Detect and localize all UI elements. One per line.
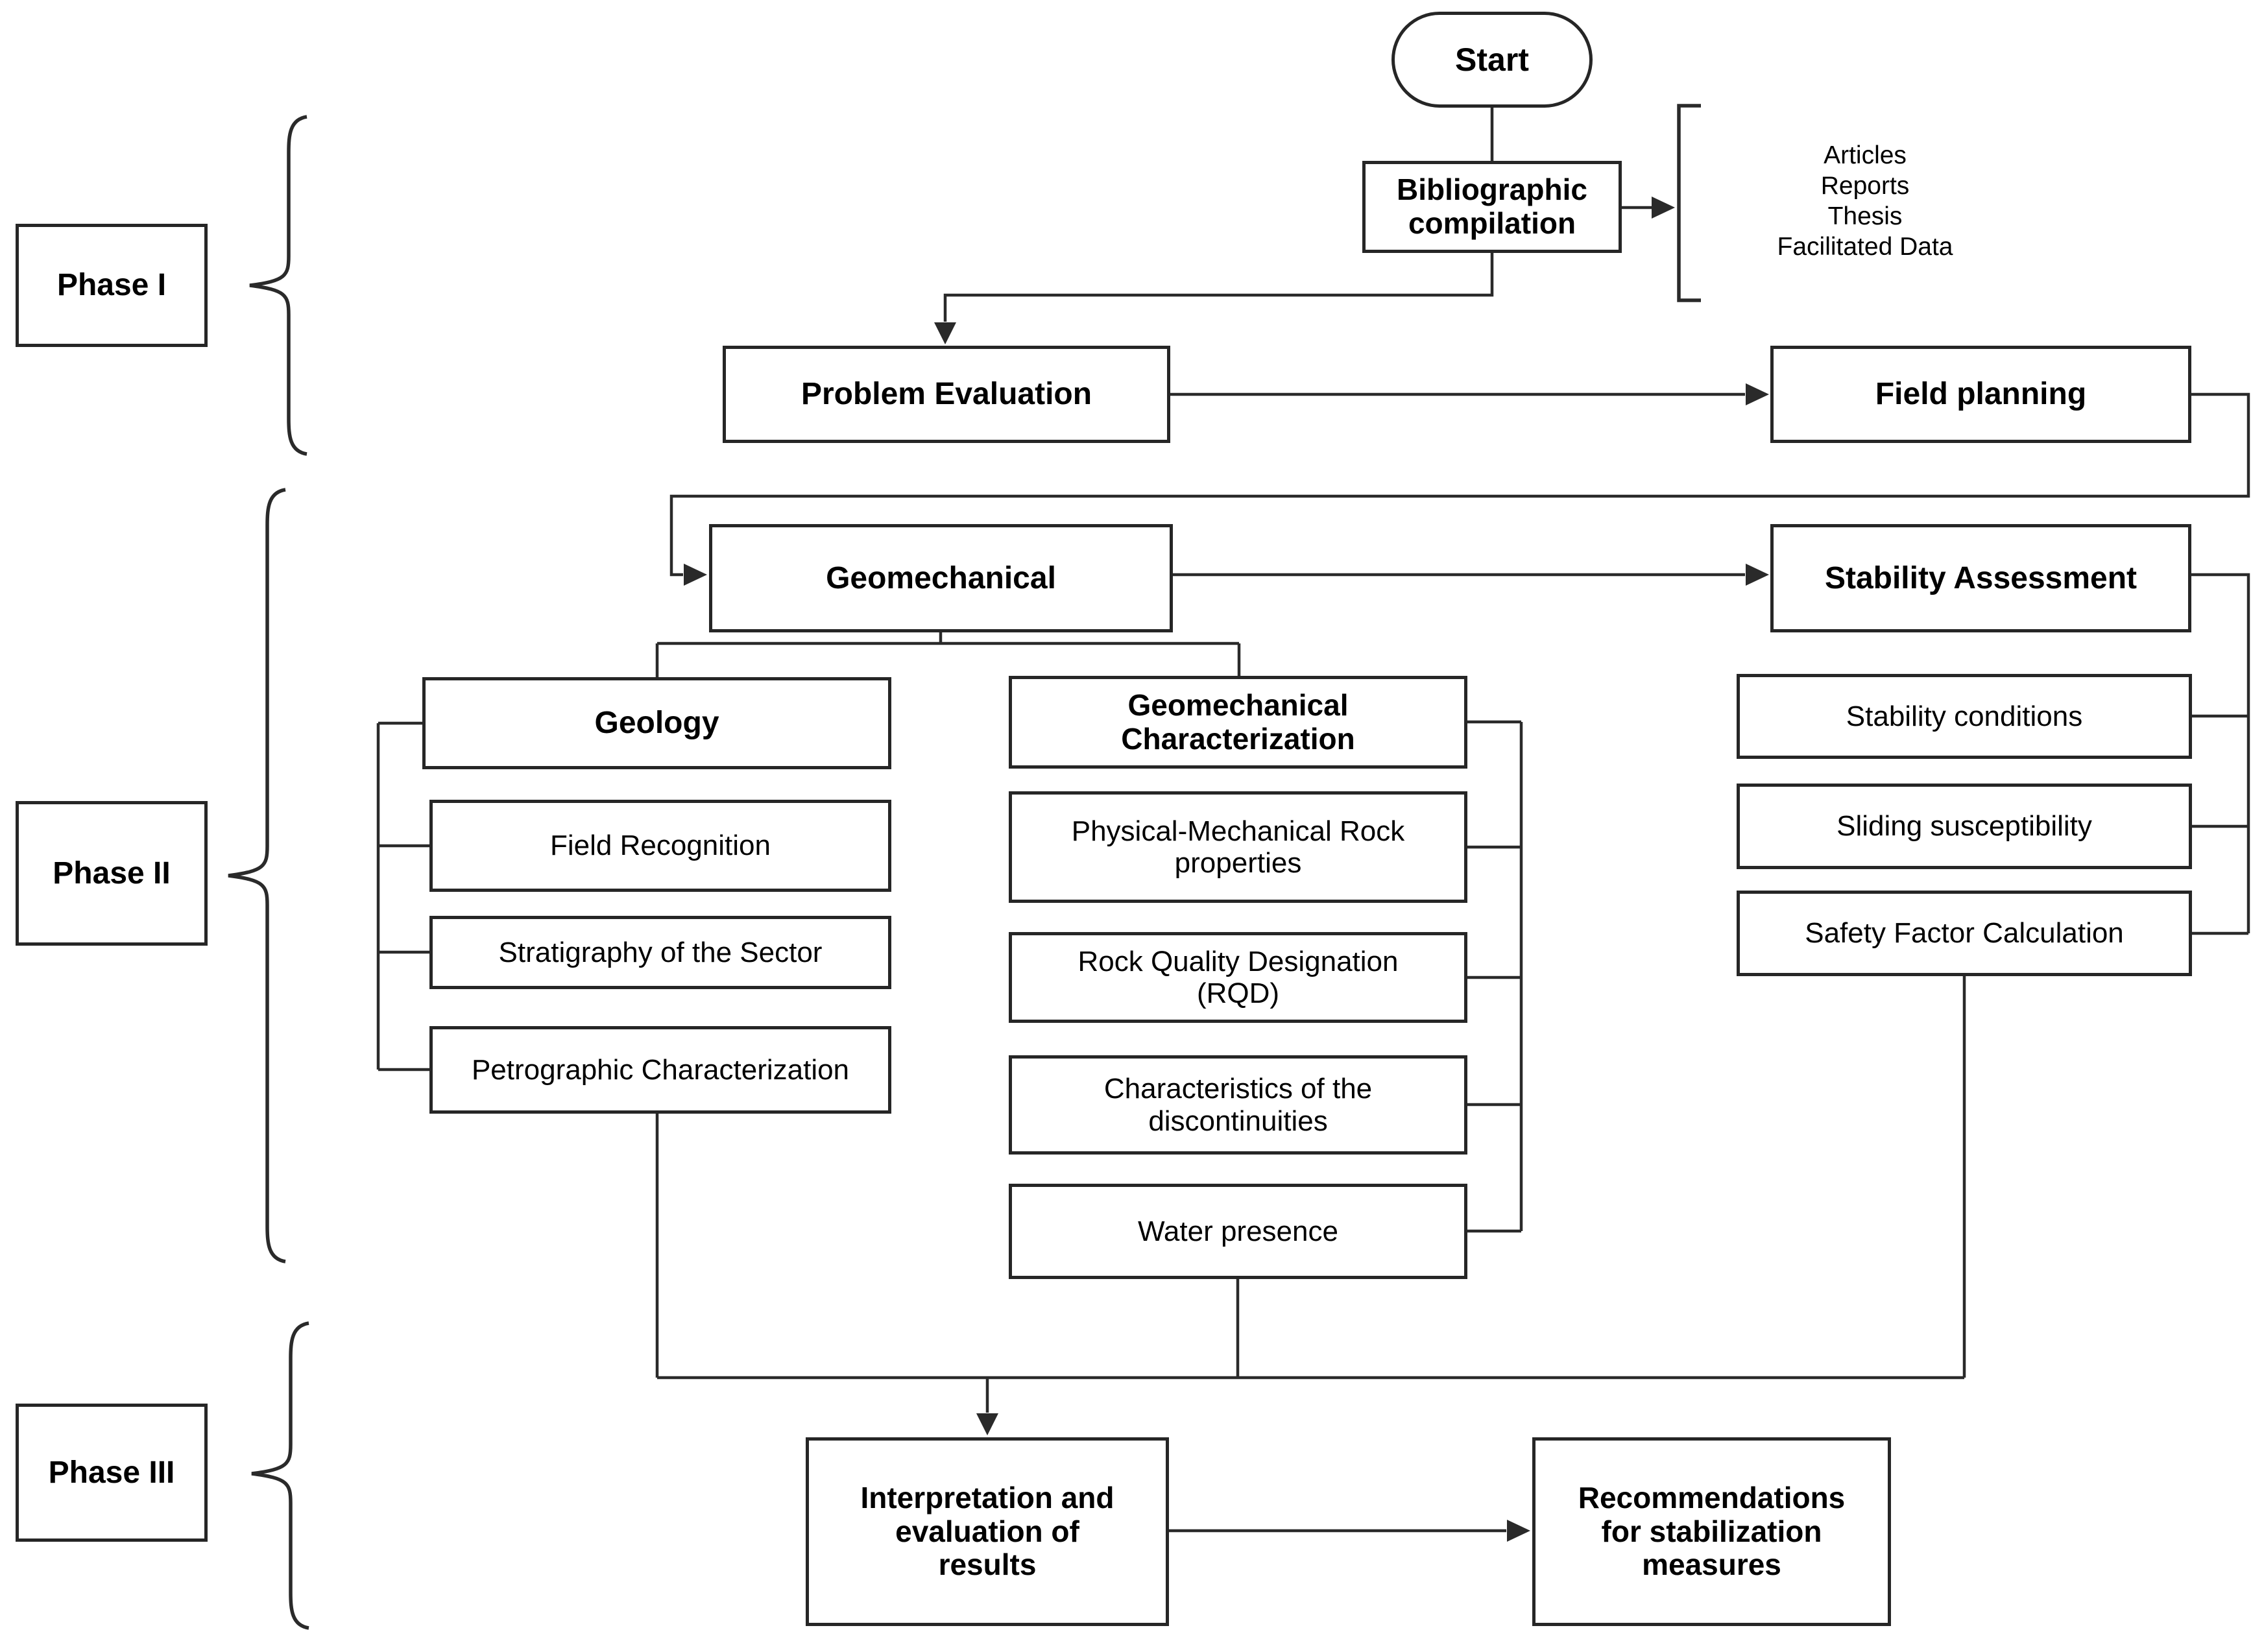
arrowhead-sources — [1652, 197, 1675, 219]
arrowhead-field-planning — [1746, 383, 1769, 405]
node-stratigraphy-of-the-sector: Stratigraphy of the Sector — [429, 916, 891, 989]
node-stability-assessment-label: Stability Assessment — [1824, 560, 2138, 595]
node-safety-factor-calculation: Safety Factor Calculation — [1737, 891, 2192, 976]
sources-bracket-icon — [1677, 104, 1701, 302]
node-water-presence: Water presence — [1009, 1184, 1467, 1279]
source-item: Thesis — [1827, 202, 1903, 230]
node-rock-quality-designation: Rock Quality Designation (RQD) — [1009, 932, 1467, 1023]
bibliography-sources-list: Articles Reports Thesis Facilitated Data — [1726, 140, 2005, 262]
edge-geomech-characterization-spine — [1467, 720, 1523, 1233]
node-problem-evaluation-label: Problem Evaluation — [801, 377, 1092, 412]
node-phase-3: Phase III — [16, 1404, 208, 1542]
edge-geomechanical-branch — [655, 632, 1241, 677]
node-physical-mechanical-label: Physical-Mechanical Rock properties — [1071, 815, 1405, 879]
node-field-planning-label: Field planning — [1875, 377, 2087, 412]
node-recommendations: Recommendations for stabilization measur… — [1532, 1437, 1891, 1626]
node-geomechanical-label: Geomechanical — [826, 560, 1056, 595]
node-bibliographic-compilation: Bibliographic compilation — [1362, 161, 1622, 253]
node-petrographic-characterization: Petrographic Characterization — [429, 1026, 891, 1114]
node-phase-2: Phase II — [16, 801, 208, 946]
node-recommendations-label: Recommendations for stabilization measur… — [1578, 1481, 1846, 1582]
node-field-planning: Field planning — [1770, 346, 2191, 443]
source-item: Facilitated Data — [1777, 233, 1953, 261]
node-stability-assessment: Stability Assessment — [1770, 524, 2191, 632]
edge-stability-assessment-spine — [2191, 573, 2250, 935]
node-phase-3-label: Phase III — [48, 1455, 175, 1490]
phase3-brace-icon — [251, 1321, 309, 1630]
node-characteristics-of-discontinuities: Characteristics of the discontinuities — [1009, 1055, 1467, 1155]
node-sliding-susceptibility: Sliding susceptibility — [1737, 784, 2192, 869]
node-interpretation-evaluation: Interpretation and evaluation of results — [806, 1437, 1169, 1626]
node-discontinuities-label: Characteristics of the discontinuities — [1103, 1073, 1373, 1137]
node-petrographic-label: Petrographic Characterization — [471, 1053, 850, 1086]
phase2-brace-icon — [228, 488, 286, 1263]
node-sliding-susceptibility-label: Sliding susceptibility — [1836, 810, 2092, 843]
node-geology-label: Geology — [594, 706, 719, 741]
edge-bibliographic-problem-evaluation — [943, 253, 1494, 322]
node-field-recognition-label: Field Recognition — [550, 830, 771, 862]
edge-field-planning-geomechanical — [669, 392, 2250, 577]
arrowhead-problem-evaluation — [934, 322, 956, 344]
node-start: Start — [1391, 12, 1593, 108]
node-safety-factor-label: Safety Factor Calculation — [1805, 917, 2124, 950]
node-water-presence-label: Water presence — [1138, 1215, 1338, 1247]
node-geology: Geology — [422, 677, 891, 769]
node-phase-2-label: Phase II — [53, 856, 171, 891]
source-item: Articles — [1824, 141, 1907, 169]
node-problem-evaluation: Problem Evaluation — [723, 346, 1170, 443]
node-geomechanical-characterization: Geomechanical Characterization — [1009, 676, 1467, 769]
node-phase-1: Phase I — [16, 224, 208, 347]
node-interpretation-label: Interpretation and evaluation of results — [860, 1481, 1114, 1582]
source-item: Reports — [1820, 172, 1910, 200]
arrowhead-recommendations — [1507, 1520, 1530, 1542]
node-stratigraphy-label: Stratigraphy of the Sector — [498, 936, 823, 968]
node-stability-conditions-label: Stability conditions — [1846, 700, 2083, 732]
node-phase-1-label: Phase I — [56, 268, 167, 303]
node-bibliographic-compilation-label: Bibliographic compilation — [1397, 173, 1587, 240]
node-start-label: Start — [1455, 42, 1529, 78]
node-field-recognition: Field Recognition — [429, 800, 891, 892]
edge-geology-spine — [376, 721, 429, 1071]
node-rqd-label: Rock Quality Designation (RQD) — [1078, 945, 1399, 1009]
node-geomechanical: Geomechanical — [709, 524, 1173, 632]
node-physical-mechanical-rock-properties: Physical-Mechanical Rock properties — [1009, 791, 1467, 903]
arrowhead-geomechanical — [684, 564, 707, 586]
arrowhead-stability-assessment — [1746, 564, 1769, 586]
node-stability-conditions: Stability conditions — [1737, 674, 2192, 759]
phase1-brace-icon — [249, 115, 307, 456]
arrowhead-interpretation — [976, 1413, 998, 1435]
node-geomech-characterization-label: Geomechanical Characterization — [1121, 688, 1355, 756]
